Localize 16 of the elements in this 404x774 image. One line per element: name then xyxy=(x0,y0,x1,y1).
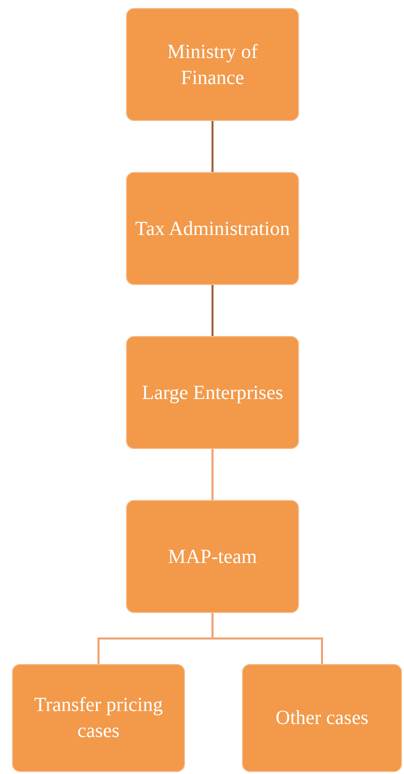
box-label: Tax Administration xyxy=(135,216,290,242)
box-label: MAP-team xyxy=(168,544,257,570)
org-box xyxy=(12,664,185,772)
box-label: Ministry of Finance xyxy=(166,40,259,90)
org-box xyxy=(126,8,299,121)
box-label: Other cases xyxy=(276,706,368,731)
box-label: Large Enterprises xyxy=(142,380,284,406)
org-box xyxy=(126,336,299,449)
connector-line xyxy=(212,285,214,336)
connector-line xyxy=(212,449,214,500)
connector-line xyxy=(212,121,214,172)
org-box xyxy=(126,500,299,613)
org-box xyxy=(242,664,402,772)
connector-line xyxy=(212,613,323,664)
org-box xyxy=(126,172,299,285)
box-label: Transfer pricing cases xyxy=(33,693,164,744)
